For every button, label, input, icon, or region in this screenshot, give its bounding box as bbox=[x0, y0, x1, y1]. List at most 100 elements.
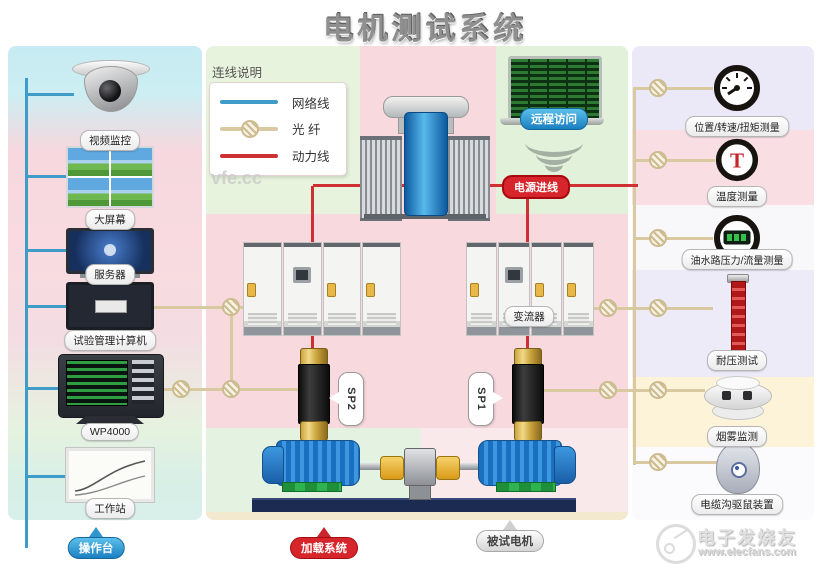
cabinet bbox=[562, 242, 594, 336]
power-cabinet-to-sp1 bbox=[526, 334, 529, 352]
fiber-connector-icon bbox=[649, 151, 667, 169]
cabinet-vent bbox=[367, 313, 396, 325]
network-stub-computer bbox=[26, 305, 68, 308]
label-rodent-repeller: 电缆沟驱鼠装置 bbox=[691, 494, 783, 515]
converter-label: 变流器 bbox=[504, 306, 554, 327]
cabinet-lock bbox=[247, 283, 256, 297]
dome-camera-lens bbox=[99, 80, 121, 102]
transformer-fins-left bbox=[360, 136, 402, 221]
label-oil-water-flow: 油水路压力/流量测量 bbox=[681, 249, 793, 270]
label-big-screen: 大屏幕 bbox=[85, 209, 135, 230]
legend-label: 网络线 bbox=[292, 96, 330, 111]
smoke-detector-vent bbox=[722, 391, 731, 400]
legend-title: 连线说明 bbox=[212, 66, 263, 80]
legend-label: 动力线 bbox=[292, 150, 330, 165]
video-wall-icon bbox=[66, 146, 154, 208]
cabinet bbox=[466, 242, 498, 336]
workstation-icon bbox=[65, 447, 155, 503]
console-badge: 操作台 bbox=[67, 537, 125, 559]
motor-body bbox=[478, 440, 562, 486]
sp1-callout: SP1 bbox=[468, 372, 494, 426]
power-drop-right-cabinet bbox=[526, 186, 529, 242]
motor-terminal-box bbox=[496, 482, 556, 492]
rodent-repeller-speaker bbox=[731, 462, 747, 478]
wp4000-screen bbox=[66, 360, 128, 406]
cabinet-lock bbox=[366, 283, 376, 297]
power-cabinet-to-sp2 bbox=[311, 334, 314, 352]
temperature-icon: T bbox=[715, 138, 759, 187]
arrow-up-icon bbox=[89, 527, 103, 537]
motor-end-cap bbox=[554, 446, 576, 484]
torque-sensor bbox=[404, 448, 436, 486]
fiber-stub-temperature bbox=[635, 159, 715, 162]
elecfans-brand-name: 电子发烧友 bbox=[697, 528, 797, 548]
bottom-strip-background bbox=[206, 512, 628, 520]
sp2-label: SP2 bbox=[344, 387, 357, 411]
sp2-sensor-body bbox=[298, 364, 330, 424]
video-wall-cell bbox=[68, 178, 109, 206]
wp4000-stand bbox=[76, 416, 144, 424]
cabinet-lock bbox=[534, 283, 544, 297]
smoke-detector-top bbox=[716, 376, 760, 390]
video-wall-cell bbox=[111, 148, 152, 176]
cabinet bbox=[282, 242, 322, 336]
fiber-stub-rodent bbox=[635, 461, 717, 464]
sp2-callout-pointer bbox=[329, 392, 339, 404]
cabinet-lock bbox=[470, 283, 479, 297]
fiber-connector-icon bbox=[599, 381, 617, 399]
cabinet-vent bbox=[287, 313, 317, 325]
test-motor bbox=[478, 436, 576, 496]
workstation-chart bbox=[74, 460, 146, 496]
motor-test-bed bbox=[252, 498, 576, 512]
legend-label: 光 纤 bbox=[292, 123, 321, 138]
fiber-sp1-to-smoke bbox=[542, 389, 705, 392]
shaft-coupling bbox=[436, 456, 460, 480]
hv-tester-column bbox=[731, 281, 746, 353]
fiber-connector-icon bbox=[649, 453, 667, 471]
cabinet bbox=[322, 242, 362, 336]
rodent-repeller-dot bbox=[735, 466, 739, 470]
cabinet bbox=[362, 242, 401, 336]
fiber-line-sample bbox=[220, 119, 278, 138]
fiber-connector-icon bbox=[649, 79, 667, 97]
fiber-connector-icon bbox=[172, 380, 190, 398]
legend-box: 网络线 光 纤 动力线 bbox=[209, 82, 347, 176]
arrow-up-icon bbox=[503, 520, 517, 530]
label-hv-test: 耐压测试 bbox=[707, 350, 767, 371]
label-video-monitor: 视频监控 bbox=[80, 130, 140, 151]
torque-sensor-pedestal bbox=[409, 484, 431, 500]
label-smoke-monitor: 烟雾监测 bbox=[707, 426, 767, 447]
load-cabinet-group bbox=[243, 242, 401, 336]
sp2-callout: SP2 bbox=[338, 372, 364, 426]
fiber-computer-to-cabinets bbox=[154, 306, 244, 309]
cabinet-vent bbox=[567, 313, 589, 325]
power-line-sample bbox=[220, 153, 278, 158]
motor-body bbox=[276, 440, 360, 486]
fiber-connector-icon bbox=[222, 380, 240, 398]
fiber-stub-flow bbox=[635, 237, 713, 240]
fiber-connector-icon bbox=[649, 229, 667, 247]
network-stub-camera bbox=[26, 93, 74, 96]
label-temperature: 温度测量 bbox=[707, 186, 767, 207]
legend-row-network: 网络线 bbox=[220, 93, 336, 112]
legend-row-fiber: 光 纤 bbox=[220, 119, 336, 138]
fiber-connector-icon bbox=[241, 119, 259, 138]
remote-access-badge: 远程访问 bbox=[520, 108, 588, 130]
elecfans-site-url: www.elecfans.com bbox=[698, 546, 797, 558]
wp4000-buttons bbox=[132, 360, 154, 404]
network-line-sample bbox=[220, 100, 278, 105]
cabinet bbox=[243, 242, 282, 336]
smoke-detector-vent bbox=[743, 391, 752, 400]
fiber-connector-icon bbox=[599, 299, 617, 317]
cabinet-screen bbox=[504, 267, 523, 283]
cabinet-vent bbox=[248, 313, 277, 325]
arrow-up-icon bbox=[317, 527, 331, 537]
tested-motor-badge: 被试电机 bbox=[476, 530, 544, 552]
motor-end-cap bbox=[262, 446, 284, 484]
sp1-label: SP1 bbox=[474, 387, 487, 411]
server-logo bbox=[104, 244, 116, 256]
power-drop-left-cabinet bbox=[311, 186, 314, 242]
fiber-connector-icon bbox=[649, 299, 667, 317]
load-system-badge: 加载系统 bbox=[290, 537, 358, 559]
